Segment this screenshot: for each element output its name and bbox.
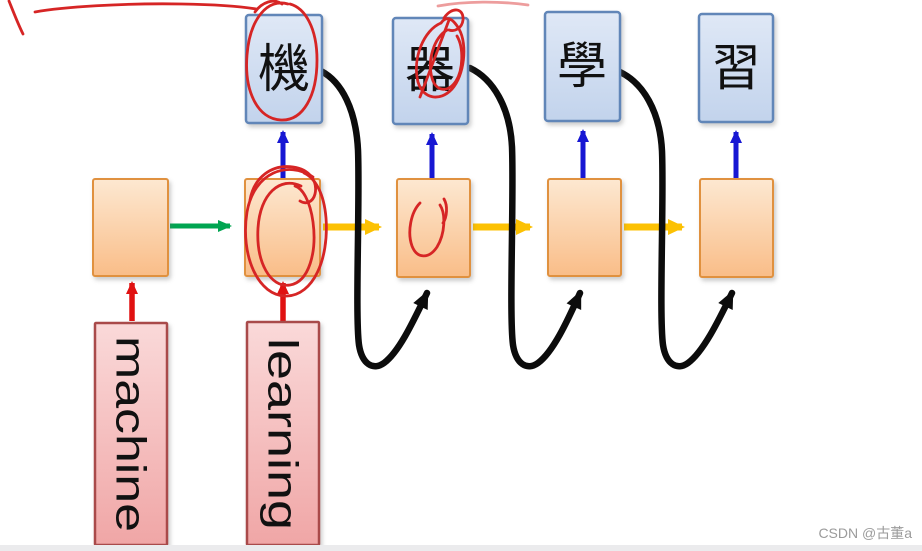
- pen-u-mark-cell-3-hook: [441, 197, 448, 225]
- output-box-rect-3: [543, 10, 622, 123]
- output-token-boxes: 機 器 學 習: [244, 10, 775, 126]
- pen-scribble-char-2-loop: [415, 17, 466, 99]
- output-char-4: 習: [711, 39, 761, 97]
- pen-stroke-top-left-tick: [7, 0, 25, 36]
- feedback-arrows: [317, 64, 736, 370]
- pen-stroke-top-right-faint: [436, 0, 530, 8]
- rnn-cell-5: [699, 178, 774, 278]
- output-box-rect-4: [697, 12, 775, 124]
- pen-stroke-top-horizontal: [33, 2, 258, 14]
- output-char-3: 學: [557, 37, 607, 95]
- pen-scribble-char-2-slash: [418, 18, 451, 99]
- rnn-cell-2: [244, 178, 321, 277]
- input-word-learning: learning: [260, 338, 307, 530]
- input-arrows: [126, 281, 289, 321]
- pen-circle-char-1: [245, 1, 319, 122]
- feedback-arrow-2: [466, 64, 584, 370]
- output-char-1: 機: [258, 40, 310, 100]
- watermark-text: CSDN @古董a: [818, 525, 912, 541]
- output-token-box-4: 習: [697, 12, 775, 124]
- output-token-box-3: 學: [543, 10, 622, 123]
- input-token-boxes: machine learning: [93, 320, 321, 547]
- pen-scribble-char-2-curl: [442, 8, 465, 32]
- output-token-box-1: 機: [244, 13, 324, 125]
- rnn-cell-4: [547, 178, 622, 277]
- feedback-arrow-1: [317, 67, 431, 370]
- rnn-cell-3: [396, 178, 471, 278]
- pen-spiral-cell-2-outer: [244, 168, 328, 298]
- pen-curl-char-1: [253, 0, 284, 14]
- input-word-machine: machine: [108, 336, 155, 532]
- pen-spiral-cell-2-hook: [248, 165, 317, 205]
- pen-scribble-char-2-inner: [429, 28, 464, 91]
- input-token-box-learning: learning: [245, 320, 321, 547]
- bottom-edge-strip: [0, 545, 922, 551]
- hidden-state-arrows: [170, 219, 685, 235]
- feedback-arrow-3: [616, 68, 736, 370]
- pen-spiral-cell-2-inner: [256, 181, 316, 287]
- pen-u-mark-cell-3: [408, 201, 446, 258]
- input-token-box-machine: machine: [93, 321, 169, 547]
- pen-annotations: [7, 0, 530, 298]
- rnn-cell-1: [92, 178, 169, 277]
